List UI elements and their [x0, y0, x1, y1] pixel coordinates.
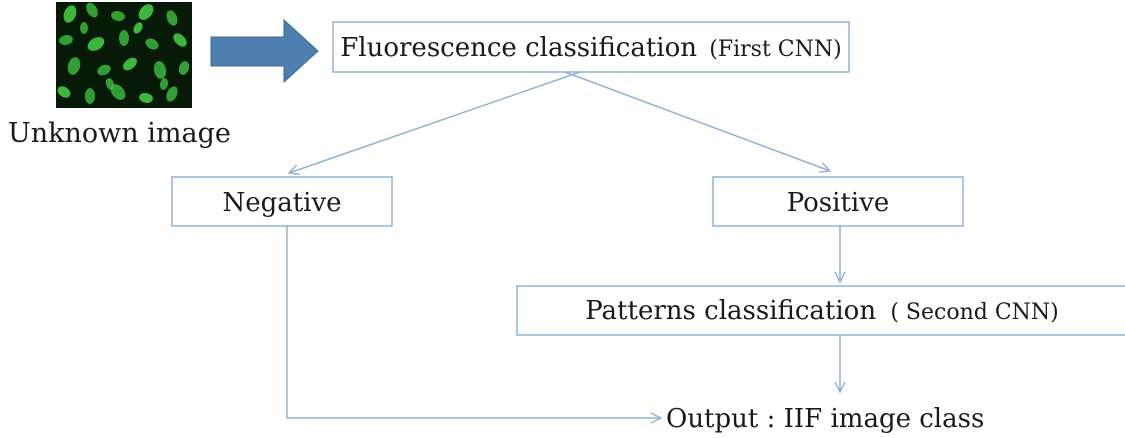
unknown-image-caption: Unknown image — [8, 118, 231, 149]
fluorescent-cell — [138, 4, 154, 20]
svg-text:Fluorescence classification: Fluorescence classification (First CNN) — [340, 33, 841, 63]
fluorescent-cell — [159, 78, 169, 90]
fluorescent-cell — [173, 33, 187, 47]
first-cnn-box: Fluorescence classification (First CNN) — [332, 21, 850, 73]
fluorescent-cell — [59, 34, 73, 46]
first-cnn-label: Fluorescence classification — [340, 33, 697, 63]
fluorescent-cell — [57, 86, 71, 98]
fluorescent-cell — [85, 88, 95, 104]
negative-label: Negative — [222, 188, 341, 218]
svg-text:Patterns classification: Patterns classification ( Second CNN) — [585, 296, 1059, 326]
output-label: Output : IIF image class — [666, 404, 984, 434]
second-cnn-box: Patterns classification ( Second CNN) — [516, 285, 1125, 336]
fluorescent-cell — [153, 61, 167, 79]
fluorescent-cell — [86, 2, 98, 18]
fluorescent-cell — [111, 10, 125, 22]
fluorescent-cell — [97, 64, 111, 76]
unknown-image-thumbnail — [56, 2, 192, 108]
fluorescent-cell — [145, 38, 159, 50]
second-cnn-suffix: ( Second CNN) — [890, 300, 1058, 325]
fluorescent-cell — [80, 22, 88, 34]
fluorescent-cell — [123, 57, 137, 71]
positive-box: Positive — [712, 176, 964, 227]
arrow-negative-to-output — [286, 226, 661, 418]
fluorescent-cell — [133, 22, 143, 34]
fluorescent-cell — [178, 61, 190, 75]
arrow-to-positive — [564, 71, 830, 171]
fluorescent-cell — [63, 5, 77, 23]
positive-label: Positive — [787, 188, 890, 218]
fluorescent-cell — [139, 92, 153, 104]
first-cnn-suffix: (First CNN) — [709, 37, 841, 62]
fluorescent-cell — [119, 30, 129, 46]
fluorescent-cell — [166, 86, 178, 102]
second-cnn-label: Patterns classification — [585, 296, 876, 326]
fluorescent-cell — [110, 84, 126, 100]
fluorescent-cell — [166, 10, 178, 26]
fluorescent-cell — [105, 78, 115, 90]
input-block-arrow — [210, 18, 319, 84]
arrow-to-negative — [289, 71, 581, 173]
fluorescent-cell — [67, 57, 81, 75]
negative-box: Negative — [171, 176, 393, 227]
fluorescent-cell — [87, 37, 105, 51]
